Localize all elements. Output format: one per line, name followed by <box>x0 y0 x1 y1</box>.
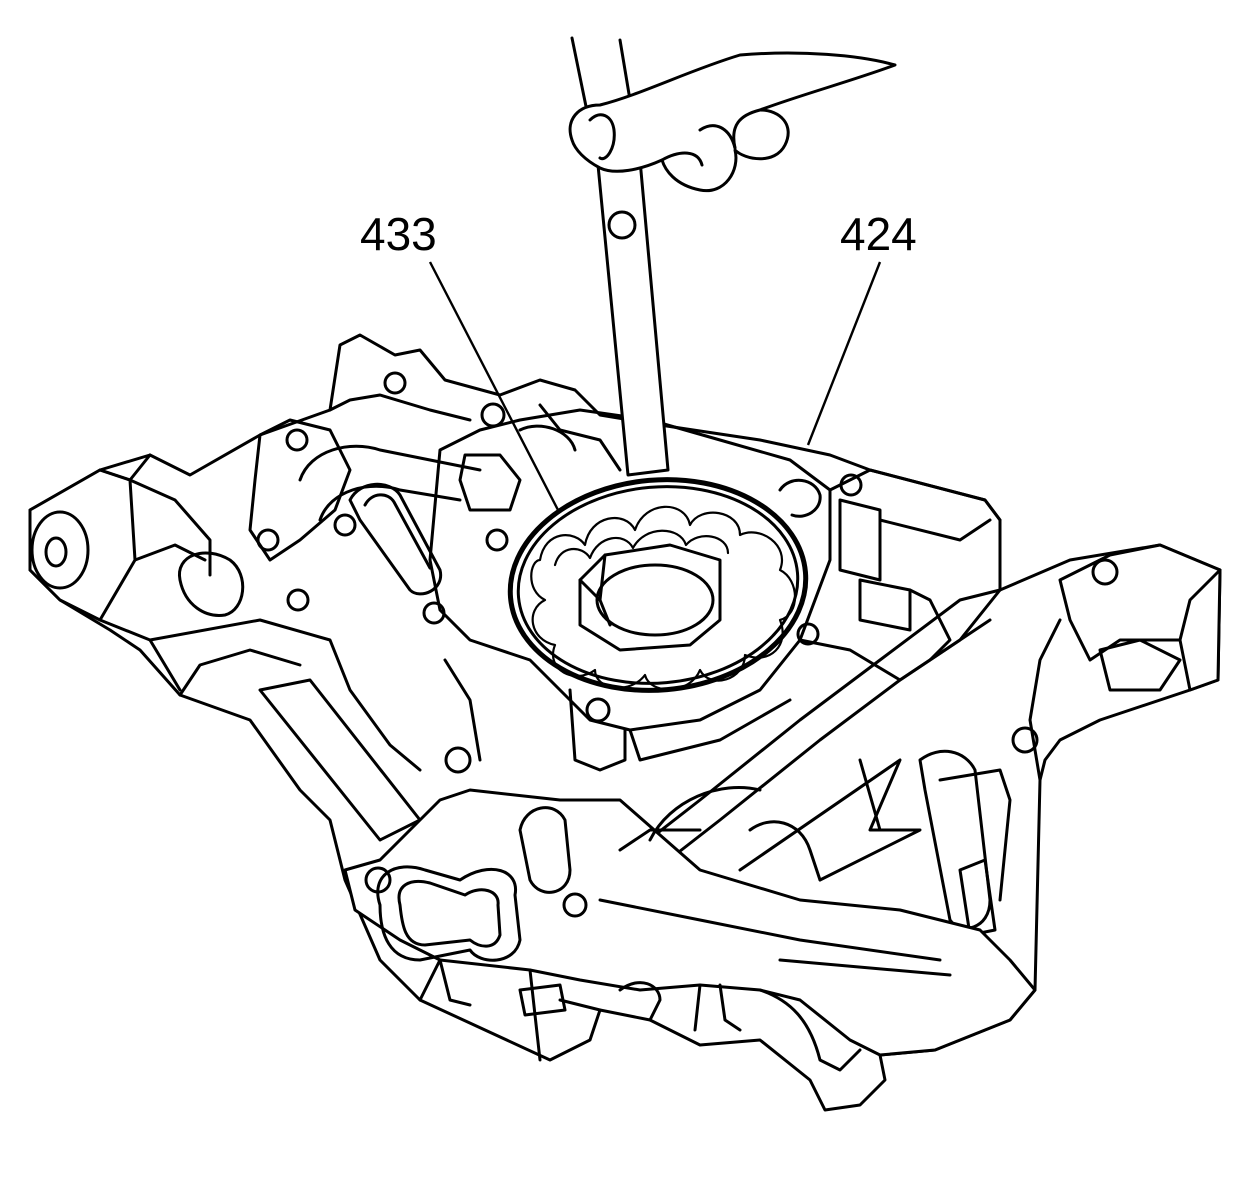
callout-label-433: 433 <box>360 208 437 260</box>
leader-line-433 <box>428 261 560 511</box>
hand-holding-tool <box>568 36 897 477</box>
pump-gear-433 <box>507 477 809 693</box>
callout-leaders <box>428 261 882 511</box>
pump-housing <box>28 333 1222 1112</box>
leader-line-424 <box>806 261 882 446</box>
callout-label-424: 424 <box>840 208 917 260</box>
